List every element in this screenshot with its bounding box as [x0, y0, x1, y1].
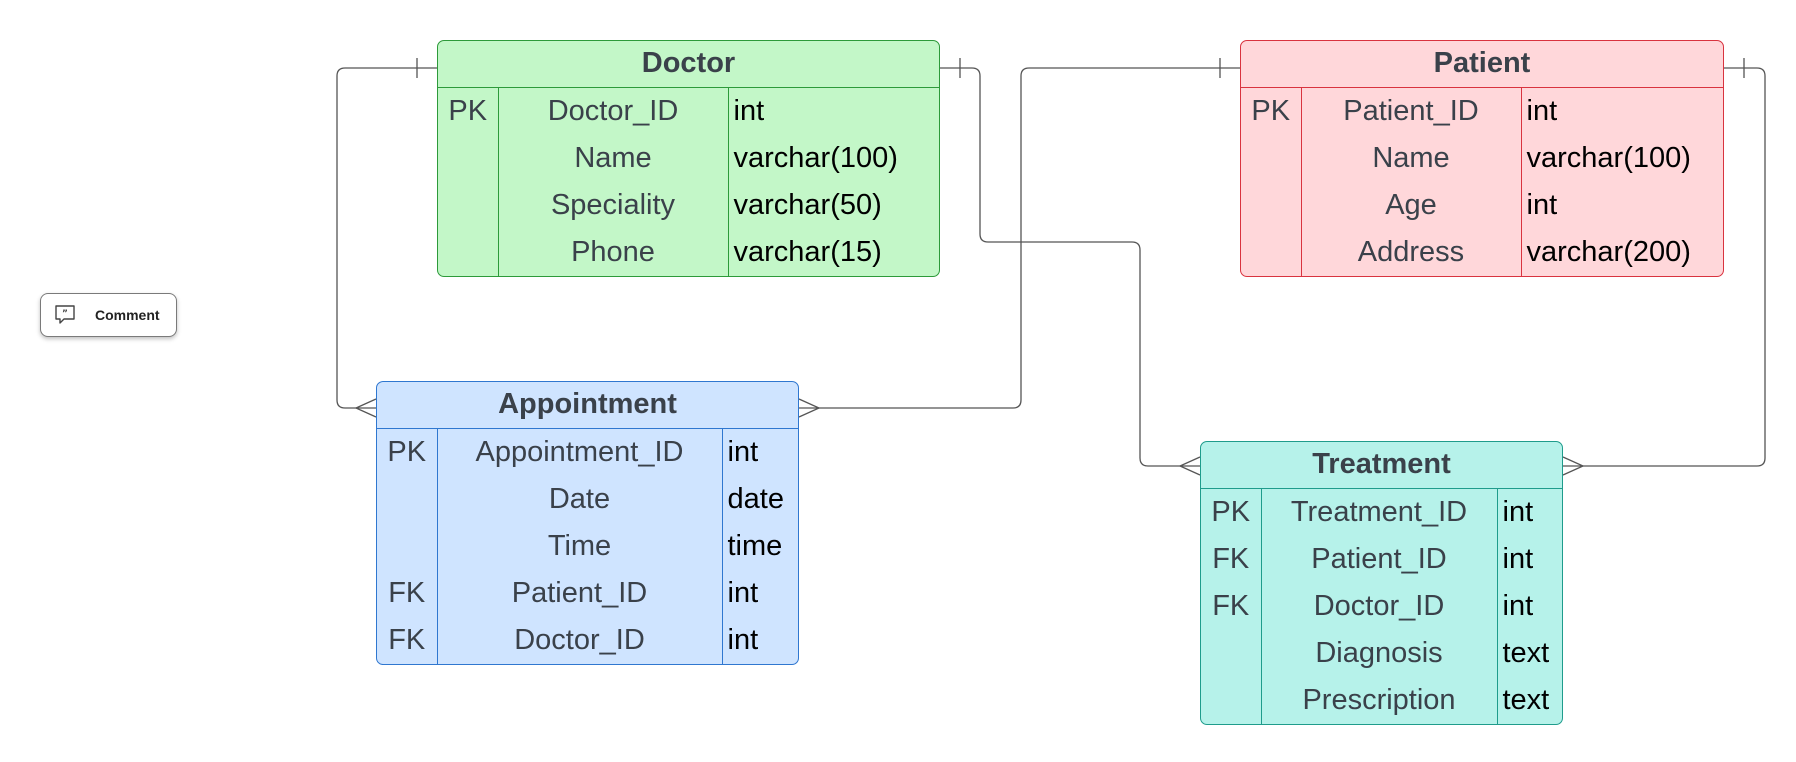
many-marker-patient-treatment: [1562, 456, 1585, 476]
key-cell: PK: [1241, 88, 1302, 135]
connector-doctor-treatment[interactable]: [940, 67, 1200, 467]
key-cell: FK: [377, 617, 438, 664]
field-type: int: [1526, 95, 1558, 127]
field-name: Treatment_ID: [1261, 489, 1498, 536]
key-cell: [438, 182, 499, 229]
key-cell: [1241, 229, 1302, 276]
comment-button-label: Comment: [95, 307, 160, 323]
field-type: time: [727, 530, 783, 562]
field-type: int: [1502, 496, 1534, 528]
key-cell: [1241, 182, 1302, 229]
connector-doctor-appointment[interactable]: [336, 67, 437, 409]
entity-title: Patient: [1241, 41, 1723, 88]
field-type: int: [733, 95, 765, 127]
field-name: Name: [1301, 135, 1522, 182]
field-name: Doctor_ID: [498, 88, 729, 135]
field-type: varchar(50): [733, 189, 882, 221]
field-type: int: [727, 436, 759, 468]
entity-title: Doctor: [438, 41, 939, 88]
field-name: Diagnosis: [1261, 630, 1498, 677]
key-cell: PK: [377, 429, 438, 476]
field-name: Patient_ID: [1261, 536, 1498, 583]
field-type: int: [1502, 590, 1534, 622]
key-cell: [1201, 630, 1262, 677]
field-type: int: [1526, 189, 1558, 221]
field-name: Patient_ID: [1301, 88, 1522, 135]
many-marker-doctor-treatment: [1178, 456, 1201, 476]
field-type: text: [1502, 684, 1550, 716]
key-cell: [438, 229, 499, 276]
key-cell: [1241, 135, 1302, 182]
field-type: int: [727, 624, 759, 656]
comment-icon: ”: [55, 305, 75, 324]
key-cell: [1201, 677, 1262, 724]
many-marker-doctor-appointment: [354, 398, 377, 418]
key-cell: PK: [1201, 489, 1262, 536]
field-name: Name: [498, 135, 729, 182]
field-name: Doctor_ID: [1261, 583, 1498, 630]
field-type: int: [1502, 543, 1534, 575]
key-cell: FK: [1201, 536, 1262, 583]
field-name: Phone: [498, 229, 729, 276]
field-name: Age: [1301, 182, 1522, 229]
field-type: text: [1502, 637, 1550, 669]
key-cell: [438, 135, 499, 182]
svg-text:”: ”: [62, 309, 68, 319]
entity-title: Treatment: [1201, 442, 1562, 489]
field-name: Doctor_ID: [437, 617, 723, 664]
key-cell: [377, 476, 438, 523]
field-type: varchar(200): [1526, 236, 1691, 268]
field-name: Time: [437, 523, 723, 570]
entity-title: Appointment: [377, 382, 798, 429]
field-name: Speciality: [498, 182, 729, 229]
field-type: varchar(15): [733, 236, 882, 268]
field-name: Address: [1301, 229, 1522, 276]
key-cell: FK: [1201, 583, 1262, 630]
field-name: Date: [437, 476, 723, 523]
field-type: date: [727, 483, 784, 515]
comment-button[interactable]: ” Comment: [40, 293, 177, 337]
key-cell: PK: [438, 88, 499, 135]
field-type: int: [727, 577, 759, 609]
field-name: Appointment_ID: [437, 429, 723, 476]
field-name: Prescription: [1261, 677, 1498, 724]
field-type: varchar(100): [733, 142, 898, 174]
key-cell: FK: [377, 570, 438, 617]
many-marker-patient-appointment: [798, 398, 821, 418]
field-name: Patient_ID: [437, 570, 723, 617]
key-cell: [377, 523, 438, 570]
field-type: varchar(100): [1526, 142, 1691, 174]
